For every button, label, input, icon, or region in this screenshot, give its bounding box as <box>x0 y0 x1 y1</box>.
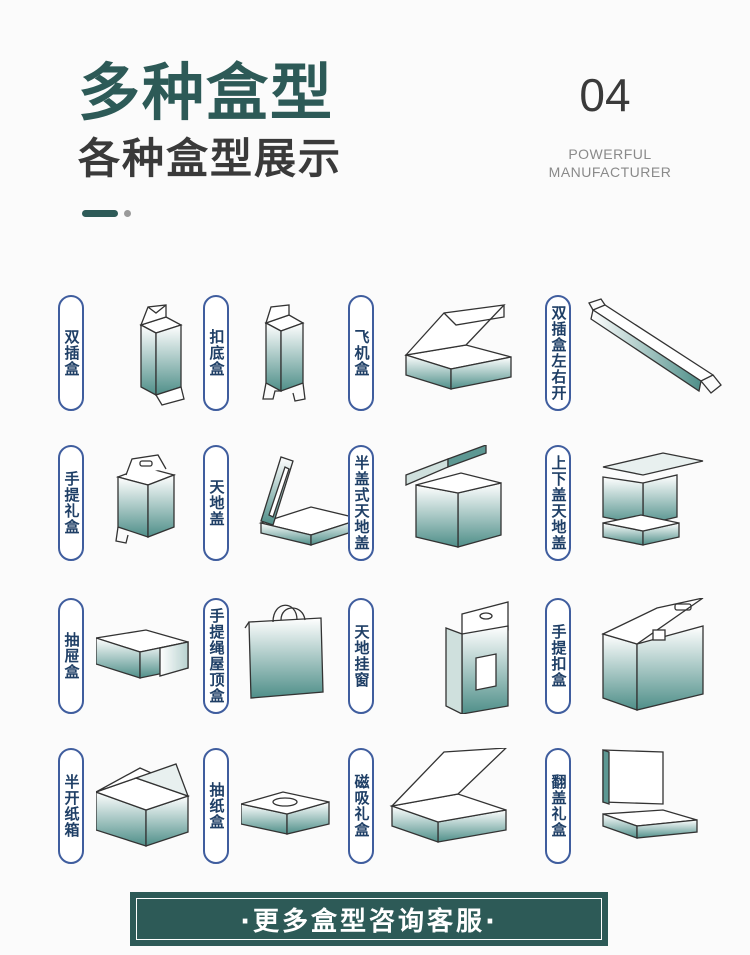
decorative-dot <box>124 210 131 217</box>
box-type-card: 上下盖天地盖 <box>545 445 725 565</box>
handle-gift-box-icon <box>115 454 177 544</box>
box-type-label: 手提扣盒 <box>549 624 568 688</box>
box-type-label-pill: 上下盖天地盖 <box>545 445 571 561</box>
hanging-window-box-icon <box>445 601 509 714</box>
box-type-card: 双插盒 <box>58 295 238 415</box>
box-type-label: 飞机盒 <box>352 329 371 377</box>
box-type-label: 抽纸盒 <box>207 782 226 830</box>
section-number: 04 <box>579 69 631 121</box>
box-type-card: 抽纸盒 <box>203 748 383 868</box>
box-type-label-pill: 天地盖 <box>203 445 229 561</box>
decorative-bar <box>82 210 118 217</box>
handle-lock-box-icon <box>601 598 704 711</box>
box-type-label: 手提礼盒 <box>62 471 81 535</box>
box-type-label-pill: 抽屉盒 <box>58 598 84 714</box>
mailer-box-icon <box>404 304 512 390</box>
drawer-box-icon <box>96 629 189 679</box>
box-type-label: 双插盒左右开 <box>549 305 568 401</box>
flip-lid-gift-box-icon <box>602 749 698 839</box>
box-type-label: 手提绳屋顶盒 <box>207 608 226 704</box>
box-type-label: 天地挂窗 <box>352 624 371 688</box>
box-type-card: 手提扣盒 <box>545 598 725 718</box>
box-type-label: 双插盒 <box>62 329 81 377</box>
box-type-label-pill: 手提礼盒 <box>58 445 84 561</box>
box-type-label-pill: 手提扣盒 <box>545 598 571 714</box>
box-type-card: 翻盖礼盒 <box>545 748 725 868</box>
box-type-label: 半开纸箱 <box>62 774 81 838</box>
box-type-card: 天地挂窗 <box>348 598 528 718</box>
box-type-label-pill: 抽纸盒 <box>203 748 229 864</box>
box-type-label-pill: 扣底盒 <box>203 295 229 411</box>
box-type-card: 抽屉盒 <box>58 598 238 718</box>
double-tuck-box-icon <box>139 304 185 406</box>
box-type-card: 双插盒左右开 <box>545 295 725 415</box>
box-type-card: 手提礼盒 <box>58 445 238 565</box>
tissue-box-icon <box>241 791 330 835</box>
page-subtitle: 各种盒型展示 <box>78 134 343 183</box>
box-type-label-pill: 双插盒 <box>58 295 84 411</box>
box-type-card: 天地盖 <box>203 445 383 565</box>
tagline: POWERFUL MANUFACTURER <box>540 145 680 181</box>
contact-service-frame: ·更多盒型咨询客服· <box>136 898 602 940</box>
box-type-label: 半盖式天地盖 <box>352 455 371 551</box>
tagline-line-1: POWERFUL <box>568 146 652 162</box>
box-type-label-pill: 半盖式天地盖 <box>348 445 374 561</box>
box-type-label: 天地盖 <box>207 479 226 527</box>
top-bottom-lid-box-icon <box>602 452 704 546</box>
box-type-card: 半开纸箱 <box>58 748 238 868</box>
box-type-label-pill: 飞机盒 <box>348 295 374 411</box>
box-type-label: 磁吸礼盒 <box>352 774 371 838</box>
box-type-label-pill: 双插盒左右开 <box>545 295 571 411</box>
box-type-card: 飞机盒 <box>348 295 528 415</box>
box-type-label: 扣底盒 <box>207 329 226 377</box>
box-type-label: 抽屉盒 <box>62 632 81 680</box>
box-type-label-pill: 翻盖礼盒 <box>545 748 571 864</box>
lock-bottom-box-icon <box>262 304 306 402</box>
box-type-label: 翻盖礼盒 <box>549 774 568 838</box>
page-title: 多种盒型 <box>78 56 335 129</box>
box-type-card: 磁吸礼盒 <box>348 748 528 868</box>
box-type-label-pill: 磁吸礼盒 <box>348 748 374 864</box>
rope-handle-bag-icon <box>244 604 324 699</box>
magnetic-gift-box-icon <box>389 748 507 843</box>
side-open-tuck-box-icon <box>588 298 722 394</box>
box-type-label-pill: 半开纸箱 <box>58 748 84 864</box>
half-open-carton-icon <box>96 763 191 847</box>
box-type-card: 半盖式天地盖 <box>348 445 528 565</box>
tagline-line-2: MANUFACTURER <box>548 164 672 180</box>
box-type-label-pill: 手提绳屋顶盒 <box>203 598 229 714</box>
box-type-card: 扣底盒 <box>203 295 383 415</box>
box-type-label: 上下盖天地盖 <box>549 455 568 551</box>
box-type-label-pill: 天地挂窗 <box>348 598 374 714</box>
half-lid-box-icon <box>405 445 502 548</box>
contact-service-banner[interactable]: ·更多盒型咨询客服· <box>130 892 608 946</box>
box-type-card: 手提绳屋顶盒 <box>203 598 383 718</box>
contact-service-label: ·更多盒型咨询客服· <box>240 906 498 937</box>
